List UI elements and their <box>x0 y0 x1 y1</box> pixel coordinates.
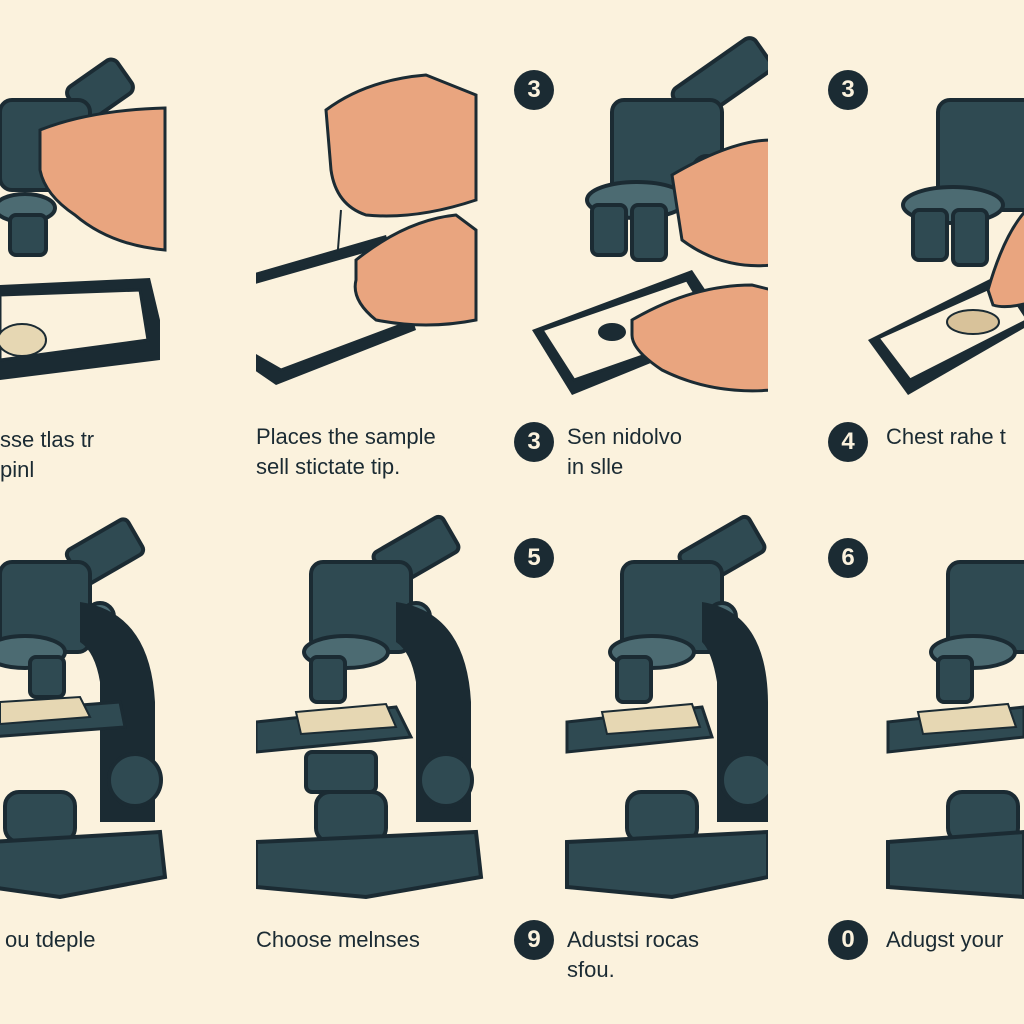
hand-adjusting-slide-icon <box>868 98 1024 395</box>
caption-line: sse tlas tr <box>0 427 95 452</box>
step-caption: Choose melnses <box>256 925 420 955</box>
step-number-badge: 3 <box>828 70 868 110</box>
step-caption: sse tlas tr pinl <box>0 425 94 485</box>
hand-placing-sample-icon <box>256 73 478 385</box>
step-caption: Places the sample sell stictate tip. <box>256 422 436 482</box>
step-caption: Adugst your <box>886 925 1003 955</box>
caption-line: Choose melnses <box>256 927 420 952</box>
step-panel-8: 6 0 Adugst your <box>768 512 1024 1024</box>
caption-number-badge: 4 <box>828 422 868 462</box>
step-panel-1: sse tlas tr pinl <box>0 0 256 512</box>
step-caption: Adustsi rocas sfou. <box>567 925 699 985</box>
caption-line: sell stictate tip. <box>256 454 401 479</box>
step-number-badge: 5 <box>514 538 554 578</box>
caption-number-badge: 3 <box>514 422 554 462</box>
step-panel-3: 3 3 Sen nidolvo in slle <box>512 0 768 512</box>
step-panel-2: 1. 2 Places the sample sell stictate tip… <box>256 0 512 512</box>
step-panel-7: 5 9 Adustsi rocas sfou. <box>512 512 768 1024</box>
step-caption: ou tdeple <box>5 925 96 955</box>
caption-number-badge: 0 <box>828 920 868 960</box>
step-panel-5: ou tdeple <box>0 512 256 1024</box>
hand-adjusting-microscope-icon <box>0 57 167 380</box>
caption-number-badge: 9 <box>514 920 554 960</box>
microscope-icon <box>256 514 484 900</box>
caption-line: Adugst your <box>886 927 1004 952</box>
step-caption: Sen nidolvo in slle <box>567 422 682 482</box>
step-panel-6: 4 3 Choose melnses <box>256 512 512 1024</box>
caption-line: Adustsi rocas <box>567 927 700 952</box>
microscope-icon <box>565 514 768 900</box>
hand-placing-slide-icon <box>532 36 768 395</box>
microscope-icon <box>886 560 1024 900</box>
step-caption: Chest rahe t <box>886 422 1006 452</box>
caption-line: Places the sample <box>256 424 436 449</box>
step-number-badge: 3 <box>514 70 554 110</box>
microscope-icon <box>0 517 168 900</box>
caption-line: sfou. <box>567 957 615 982</box>
caption-line: Chest rahe t <box>886 424 1006 449</box>
caption-line: pinl <box>0 457 35 482</box>
caption-line: ou tdeple <box>5 927 96 952</box>
caption-line: in slle <box>567 454 624 479</box>
step-panel-4: 3 4 Chest rahe t <box>768 0 1024 512</box>
caption-line: Sen nidolvo <box>567 424 682 449</box>
step-number-badge: 6 <box>828 538 868 578</box>
